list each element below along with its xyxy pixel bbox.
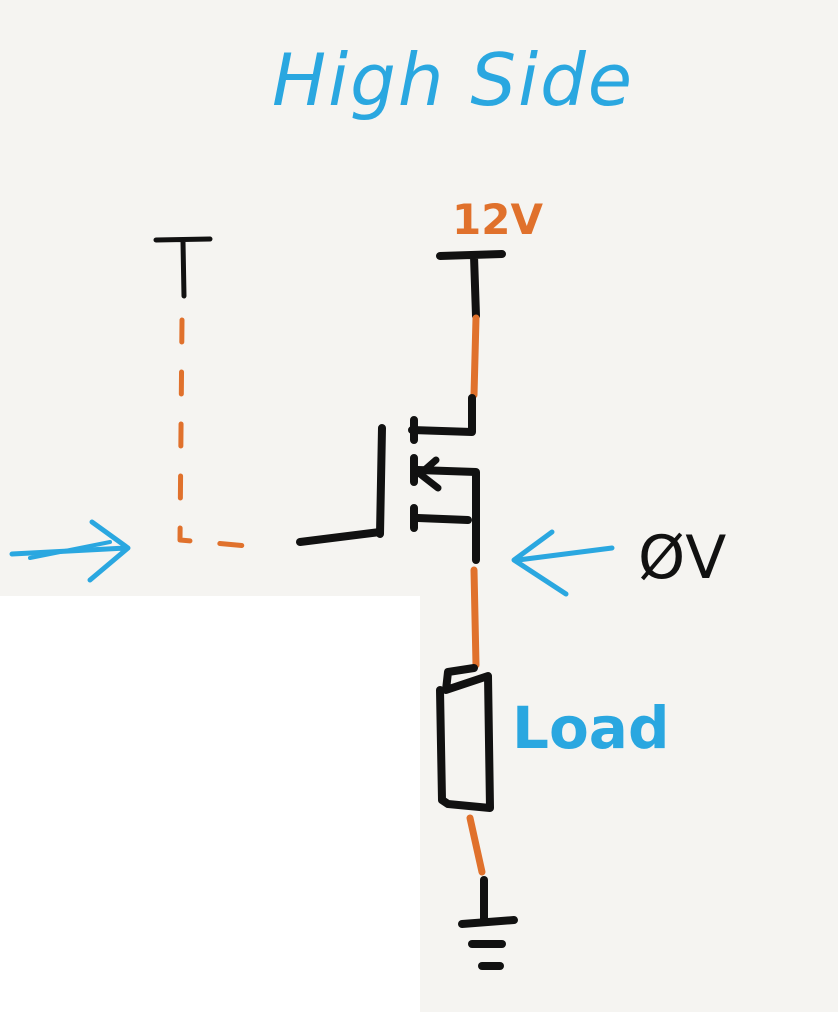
drain-wire <box>470 314 480 399</box>
mosfet-symbol <box>296 394 480 564</box>
blank-region <box>0 596 420 1012</box>
mosfet-drain-stub <box>408 394 476 436</box>
mosfet-gate-lead <box>296 528 384 546</box>
load-label: Load <box>512 694 669 762</box>
ground-symbol <box>458 876 518 970</box>
source-voltage-label: ØV <box>638 523 726 593</box>
source-wire <box>470 566 480 669</box>
gate-input-arrow-second-stroke <box>28 540 112 560</box>
diagram-title: High Side <box>272 38 634 122</box>
mosfet-body-line <box>414 466 480 564</box>
gate-drive-dashed-wire <box>177 317 273 551</box>
source-voltage-arrow <box>511 529 615 597</box>
load-symbol <box>436 664 494 812</box>
ground-bar-wide <box>458 916 518 928</box>
supply-voltage-label: 12V <box>452 195 543 244</box>
gate-drive-rail-symbol <box>153 236 213 299</box>
ground-wire <box>466 814 486 876</box>
mosfet-source-stub <box>414 514 472 524</box>
mosfet-arrow <box>416 456 442 492</box>
supply-rail-symbol <box>436 250 506 320</box>
mosfet-gate-plate <box>376 424 386 538</box>
